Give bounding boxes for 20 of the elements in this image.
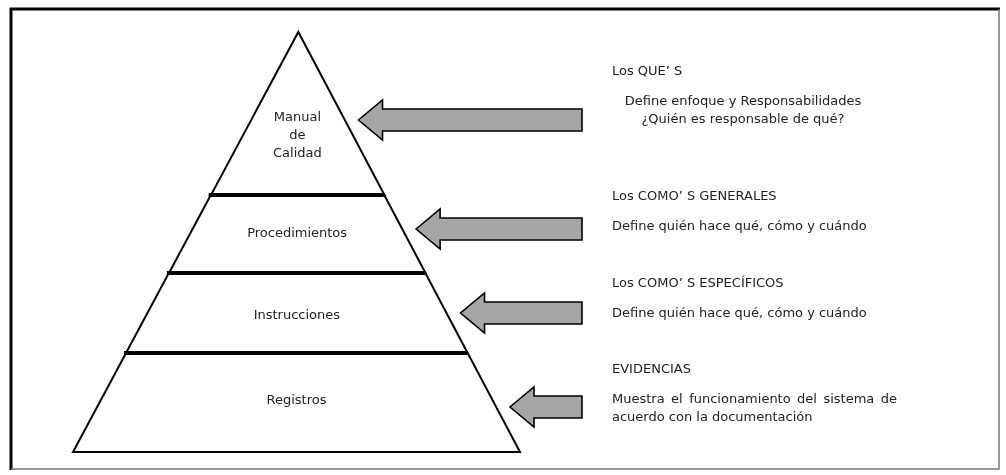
- block-arrow: [414, 207, 583, 251]
- pyramid-level: [73, 353, 520, 452]
- description-text: Define quién hace qué, cómo y cuándo: [612, 304, 868, 322]
- description-text: Define enfoque y Responsabilidades ¿Quién es responsable de qué?: [623, 92, 863, 128]
- level-label: Instrucciones: [252, 306, 342, 324]
- section-heading: Los QUE’ S: [612, 63, 684, 78]
- description-text: Define quién hace qué, cómo y cuándo: [612, 217, 868, 235]
- block-arrow: [459, 291, 583, 335]
- pyramid-level: [210, 32, 385, 195]
- section-heading: Los COMO’ S ESPECÍFICOS: [612, 275, 785, 290]
- level-label: Registros: [265, 391, 328, 409]
- block-arrow: [508, 385, 583, 429]
- level-label: Procedimientos: [246, 224, 349, 242]
- section-heading: Los COMO’ S GENERALES: [612, 188, 778, 203]
- section-heading: EVIDENCIAS: [612, 361, 692, 376]
- level-label: Manual de Calidad: [272, 108, 323, 162]
- pyramid-level: [126, 273, 468, 353]
- pyramid-level: [168, 195, 426, 273]
- description-text: Muestra el funcionamiento del sistema de acuerdo con la documentación: [612, 390, 897, 426]
- block-arrow: [357, 98, 583, 142]
